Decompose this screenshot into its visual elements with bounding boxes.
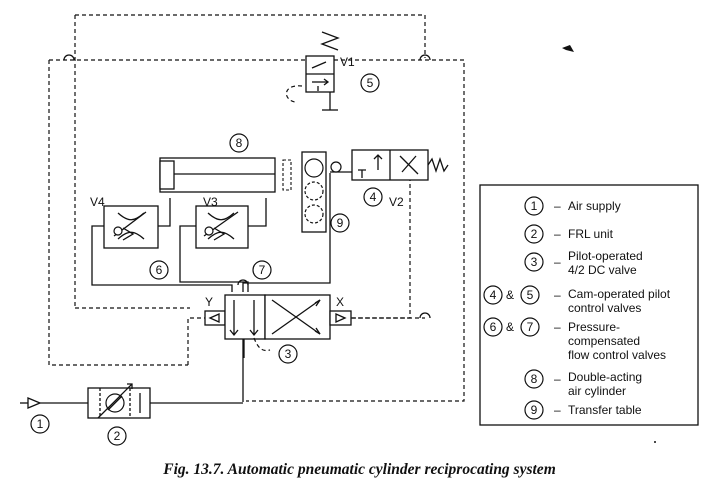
svg-text:Pressure-: Pressure-	[568, 320, 620, 334]
label-y: Y	[205, 295, 213, 309]
svg-text:–: –	[554, 255, 561, 269]
legend-item-6-7: 6 & 7 – Pressure- compensated flow contr…	[483, 317, 666, 362]
svg-text:&: &	[506, 320, 514, 334]
svg-text:5: 5	[367, 76, 374, 90]
svg-text:–: –	[554, 288, 561, 302]
label-v4: V4	[90, 195, 105, 209]
svg-text:–: –	[554, 403, 561, 417]
frl-unit-symbol	[87, 383, 151, 419]
legend-item-1: 1 – Air supply	[524, 196, 621, 216]
pneumatic-circuit-diagram: V1 V2 V3 V4 X Y 1 2 3 4 5 6	[20, 14, 699, 446]
callout-5: 5	[360, 73, 380, 93]
air-supply-symbol	[20, 397, 42, 409]
svg-text:9: 9	[337, 216, 344, 230]
legend-item-9: 9 – Transfer table	[524, 400, 642, 420]
label-x: X	[336, 295, 344, 309]
callout-4: 4	[363, 187, 383, 207]
pilot-lines	[48, 14, 465, 402]
callout-6: 6	[149, 260, 169, 280]
double-acting-cylinder	[159, 157, 292, 193]
crossover-marks	[63, 54, 431, 319]
transfer-table	[301, 151, 327, 233]
callout-1: 1	[30, 414, 50, 434]
svg-text:Cam-operated pilot: Cam-operated pilot	[568, 287, 671, 301]
flow-control-v4	[103, 205, 159, 249]
legend: 1 – Air supply 2 – FRL unit 3 – Pilot-op…	[479, 184, 699, 426]
svg-text:–: –	[554, 199, 561, 213]
svg-text:2: 2	[114, 429, 121, 443]
callout-2: 2	[107, 426, 127, 446]
svg-text:4: 4	[490, 288, 497, 302]
valve-v2	[330, 149, 449, 181]
legend-item-3: 3 – Pilot-operated 4/2 DC valve	[524, 249, 643, 277]
svg-text:Pilot-operated: Pilot-operated	[568, 249, 643, 263]
svg-text:Double-acting: Double-acting	[568, 370, 642, 384]
valve-v1	[285, 31, 340, 103]
svg-text:Transfer table: Transfer table	[568, 403, 642, 417]
main-directional-valve	[204, 294, 352, 352]
svg-text:air cylinder: air cylinder	[568, 384, 626, 398]
svg-text:3: 3	[531, 255, 538, 269]
svg-text:&: &	[506, 288, 514, 302]
callout-8: 8	[229, 133, 249, 153]
legend-item-4-5: 4 & 5 – Cam-operated pilot control valve…	[483, 285, 671, 315]
svg-text:6: 6	[490, 320, 497, 334]
svg-text:6: 6	[156, 263, 163, 277]
valve-labels: V1 V2 V3 V4 X Y	[90, 55, 404, 309]
svg-text:5: 5	[527, 288, 534, 302]
svg-text:Air supply: Air supply	[568, 199, 621, 213]
flow-control-v3	[195, 205, 249, 249]
svg-text:8: 8	[531, 372, 538, 386]
svg-text:8: 8	[236, 136, 243, 150]
svg-text:1: 1	[37, 417, 44, 431]
svg-text:1: 1	[531, 199, 538, 213]
callout-7: 7	[252, 260, 272, 280]
svg-text:7: 7	[259, 263, 266, 277]
callout-9: 9	[330, 213, 350, 233]
air-lines	[40, 92, 362, 404]
label-v2: V2	[389, 195, 404, 209]
svg-text:3: 3	[285, 347, 292, 361]
svg-text:2: 2	[531, 227, 538, 241]
svg-text:9: 9	[531, 403, 538, 417]
callouts: 1 2 3 4 5 6 7 8	[30, 73, 383, 446]
svg-text:flow control valves: flow control valves	[568, 348, 666, 362]
svg-text:control valves: control valves	[568, 301, 641, 315]
svg-text:compensated: compensated	[568, 334, 640, 348]
legend-item-2: 2 – FRL unit	[524, 224, 614, 244]
svg-text:4: 4	[370, 190, 377, 204]
svg-text:FRL unit: FRL unit	[568, 227, 614, 241]
svg-text:–: –	[554, 372, 561, 386]
svg-text:–: –	[554, 227, 561, 241]
scan-specks	[562, 45, 656, 443]
label-v1: V1	[340, 55, 355, 69]
svg-text:–: –	[554, 320, 561, 334]
label-v3: V3	[203, 195, 218, 209]
legend-item-8: 8 – Double-acting air cylinder	[524, 369, 642, 398]
callout-3: 3	[278, 344, 298, 364]
svg-text:7: 7	[527, 320, 534, 334]
figure-caption: Fig. 13.7. Automatic pneumatic cylinder …	[163, 461, 556, 478]
svg-text:4/2 DC valve: 4/2 DC valve	[568, 263, 637, 277]
